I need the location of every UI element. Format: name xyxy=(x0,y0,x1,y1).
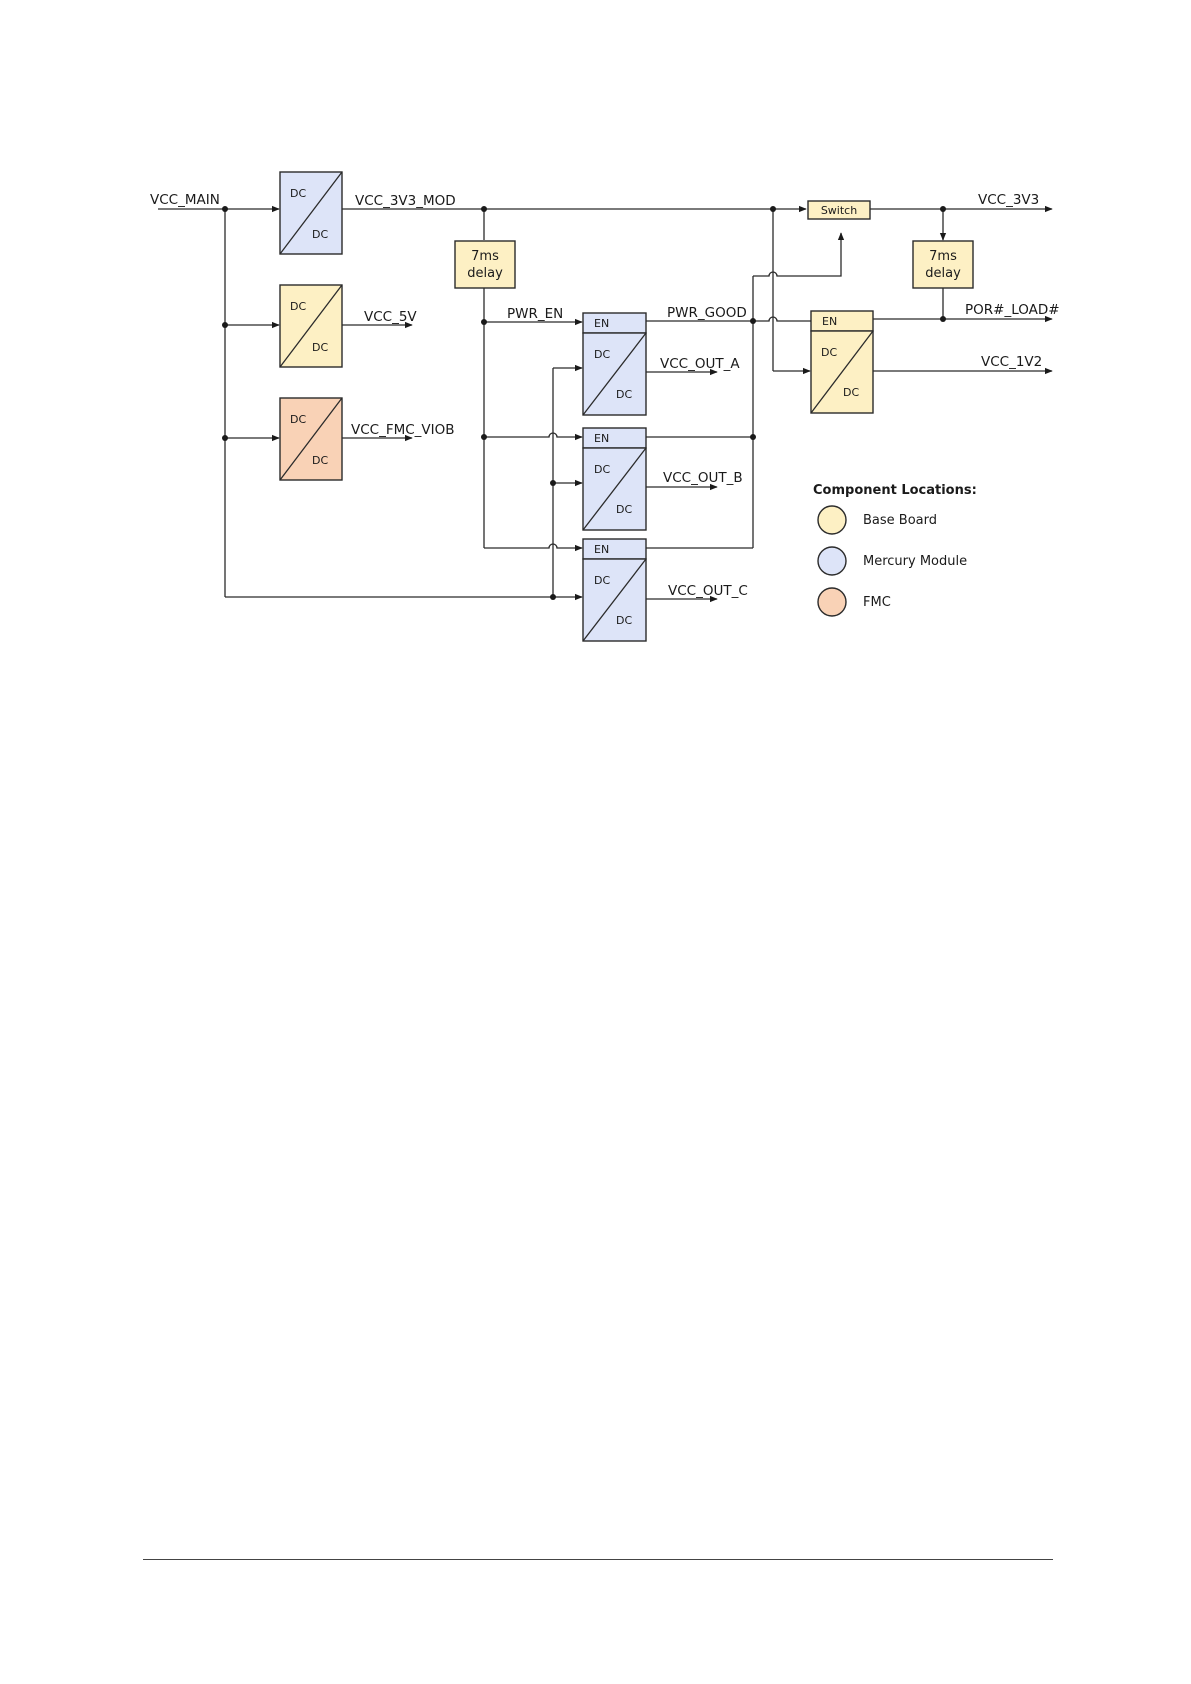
svg-text:DC: DC xyxy=(616,388,632,401)
svg-text:DC: DC xyxy=(616,503,632,516)
dcdc-converter-vcc-1v2: EN DC DC xyxy=(811,311,873,413)
dcdc-converter-vcc-fmc-viob: DC DC xyxy=(280,398,342,480)
svg-text:delay: delay xyxy=(467,266,503,281)
label-vcc-main: VCC_MAIN xyxy=(150,192,220,208)
svg-text:Switch: Switch xyxy=(821,204,857,217)
svg-text:DC: DC xyxy=(843,386,859,399)
label-vcc-3v3: VCC_3V3 xyxy=(978,192,1039,208)
label-vcc-out-c: VCC_OUT_C xyxy=(668,583,748,599)
legend-swatch-mercury-module xyxy=(818,547,846,575)
label-vcc-1v2: VCC_1V2 xyxy=(981,354,1042,370)
svg-text:DC: DC xyxy=(616,614,632,627)
svg-text:DC: DC xyxy=(290,413,306,426)
delay-block-right: 7ms delay xyxy=(913,241,973,288)
legend-swatch-fmc xyxy=(818,588,846,616)
legend-swatch-base-board xyxy=(818,506,846,534)
label-vcc-out-b: VCC_OUT_B xyxy=(663,470,743,486)
dcdc-converter-vcc-out-a: EN DC DC xyxy=(583,313,646,415)
svg-text:DC: DC xyxy=(594,348,610,361)
svg-text:DC: DC xyxy=(821,346,837,359)
svg-text:EN: EN xyxy=(594,432,609,445)
dcdc-converter-vcc-out-c: EN DC DC xyxy=(583,539,646,641)
svg-text:DC: DC xyxy=(312,341,328,354)
delay-block-left: 7ms delay xyxy=(455,241,515,288)
legend-title: Component Locations: xyxy=(813,483,977,498)
label-pwr-en: PWR_EN xyxy=(507,306,563,322)
legend: Component Locations: Base Board Mercury … xyxy=(813,483,977,616)
svg-text:DC: DC xyxy=(594,574,610,587)
label-por-load: POR#_LOAD# xyxy=(965,302,1060,318)
label-vcc-3v3-mod: VCC_3V3_MOD xyxy=(355,193,456,209)
footer-divider xyxy=(143,1559,1053,1560)
svg-text:DC: DC xyxy=(290,187,306,200)
svg-text:DC: DC xyxy=(312,454,328,467)
legend-label-base-board: Base Board xyxy=(863,513,937,528)
label-vcc-out-a: VCC_OUT_A xyxy=(660,356,740,372)
svg-text:DC: DC xyxy=(290,300,306,313)
dcdc-converter-vcc-5v: DC DC xyxy=(280,285,342,367)
svg-text:DC: DC xyxy=(594,463,610,476)
svg-text:EN: EN xyxy=(822,315,837,328)
legend-label-mercury-module: Mercury Module xyxy=(863,554,967,569)
label-vcc-fmc-viob: VCC_FMC_VIOB xyxy=(351,422,455,438)
svg-text:7ms: 7ms xyxy=(929,249,957,264)
svg-text:EN: EN xyxy=(594,543,609,556)
svg-text:7ms: 7ms xyxy=(471,249,499,264)
svg-text:EN: EN xyxy=(594,317,609,330)
svg-text:delay: delay xyxy=(925,266,961,281)
switch-block: Switch xyxy=(808,201,870,219)
dcdc-converter-vcc-out-b: EN DC DC xyxy=(583,428,646,530)
label-pwr-good: PWR_GOOD xyxy=(667,305,747,321)
svg-text:DC: DC xyxy=(312,228,328,241)
legend-label-fmc: FMC xyxy=(863,595,891,610)
label-vcc-5v: VCC_5V xyxy=(364,309,417,325)
dcdc-converter-vcc-3v3-mod: DC DC xyxy=(280,172,342,254)
